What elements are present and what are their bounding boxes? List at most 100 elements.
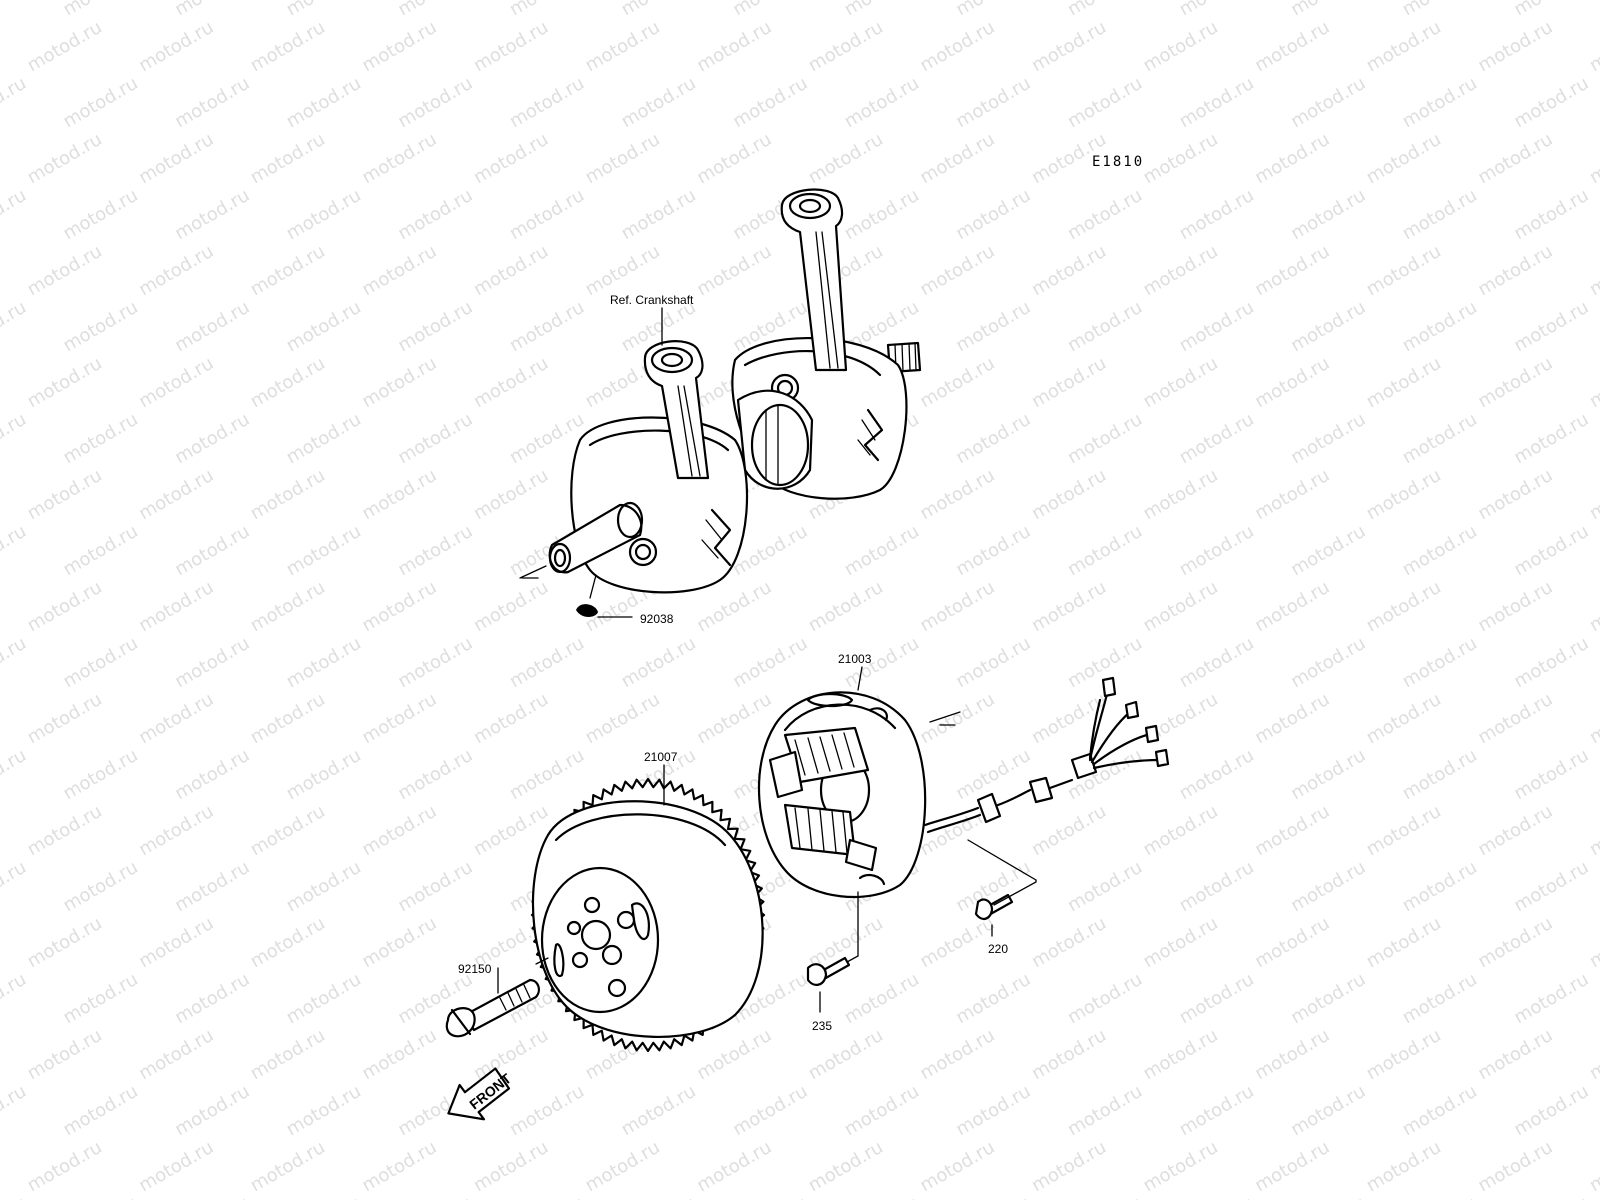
watermark-text: motod.ru bbox=[24, 17, 106, 76]
watermark-text: motod.ru bbox=[358, 577, 440, 636]
watermark-text: motod.ru bbox=[1140, 129, 1222, 188]
flywheel-drawing bbox=[530, 777, 766, 1053]
watermark-text: motod.ru bbox=[1474, 353, 1556, 412]
watermark-text: motod.ru bbox=[470, 689, 552, 748]
watermark-text: motod.ru bbox=[1140, 1025, 1222, 1084]
watermark-text: motod.ru bbox=[1064, 1081, 1146, 1140]
watermark-text: motod.ru bbox=[60, 1193, 142, 1200]
callout-220: 220 bbox=[988, 942, 1008, 956]
watermark-text: motod.ru bbox=[1251, 353, 1333, 412]
watermark-text: motod.ru bbox=[916, 1137, 998, 1196]
woodruff-key-part bbox=[576, 574, 633, 618]
watermark-text: motod.ru bbox=[171, 0, 253, 20]
watermark-text: motod.ru bbox=[1363, 1025, 1445, 1084]
watermark-text: motod.ru bbox=[247, 689, 329, 748]
watermark-text: motod.ru bbox=[1399, 0, 1481, 20]
watermark-text: motod.ru bbox=[135, 465, 217, 524]
callout-92038: 92038 bbox=[640, 612, 674, 626]
watermark-text: motod.ru bbox=[247, 577, 329, 636]
watermark-text: motod.ru bbox=[916, 689, 998, 748]
watermark-text: motod.ru bbox=[729, 73, 811, 132]
leader-lines bbox=[661, 307, 863, 806]
watermark-text: motod.ru bbox=[247, 1025, 329, 1084]
watermark-text: motod.ru bbox=[1176, 0, 1258, 20]
watermark-text: motod.ru bbox=[729, 1081, 811, 1140]
callout-21003: 21003 bbox=[838, 652, 872, 666]
watermark-text: motod.ru bbox=[394, 73, 476, 132]
watermark-text: motod.ru bbox=[0, 969, 30, 1028]
watermark-text: motod.ru bbox=[1474, 577, 1556, 636]
watermark-text: motod.ru bbox=[1363, 577, 1445, 636]
watermark-text: motod.ru bbox=[1064, 521, 1146, 580]
watermark-text: motod.ru bbox=[916, 17, 998, 76]
watermark-text: motod.ru bbox=[1586, 353, 1600, 412]
watermark-text: motod.ru bbox=[358, 1137, 440, 1196]
watermark-text: motod.ru bbox=[1028, 801, 1110, 860]
watermark-text: motod.ru bbox=[1510, 409, 1592, 468]
watermark-text: motod.ru bbox=[0, 857, 30, 916]
watermark-text: motod.ru bbox=[1251, 465, 1333, 524]
watermark-text: motod.ru bbox=[247, 801, 329, 860]
watermark-text: motod.ru bbox=[1363, 17, 1445, 76]
watermark-text: motod.ru bbox=[0, 185, 30, 244]
watermark-text: motod.ru bbox=[394, 185, 476, 244]
watermark-text: motod.ru bbox=[283, 521, 365, 580]
watermark-text: motod.ru bbox=[24, 465, 106, 524]
watermark-text: motod.ru bbox=[618, 73, 700, 132]
watermark-text: motod.ru bbox=[952, 73, 1034, 132]
watermark-text: motod.ru bbox=[506, 1081, 588, 1140]
watermark-text: motod.ru bbox=[1028, 689, 1110, 748]
watermark-text: motod.ru bbox=[952, 1081, 1034, 1140]
watermark-text: motod.ru bbox=[171, 969, 253, 1028]
watermark-text: motod.ru bbox=[1510, 1193, 1592, 1200]
watermark-text: motod.ru bbox=[283, 857, 365, 916]
watermark-text: motod.ru bbox=[1176, 73, 1258, 132]
watermark-text: motod.ru bbox=[1399, 1193, 1481, 1200]
watermark-text: motod.ru bbox=[0, 297, 30, 356]
watermark-text: motod.ru bbox=[1363, 1137, 1445, 1196]
watermark-text: motod.ru bbox=[729, 0, 811, 20]
watermark-text: motod.ru bbox=[693, 17, 775, 76]
watermark-text: motod.ru bbox=[470, 465, 552, 524]
watermark-text: motod.ru bbox=[60, 745, 142, 804]
watermark-text: motod.ru bbox=[952, 185, 1034, 244]
watermark-text: motod.ru bbox=[60, 857, 142, 916]
watermark-text: motod.ru bbox=[582, 689, 664, 748]
watermark-text: motod.ru bbox=[916, 913, 998, 972]
watermark-text: motod.ru bbox=[135, 913, 217, 972]
watermark-text: motod.ru bbox=[470, 1025, 552, 1084]
watermark-text: motod.ru bbox=[358, 801, 440, 860]
watermark-text: motod.ru bbox=[1510, 185, 1592, 244]
watermark-text: motod.ru bbox=[1251, 689, 1333, 748]
watermark-text: motod.ru bbox=[1176, 521, 1258, 580]
callout-ref-crankshaft: Ref. Crankshaft bbox=[610, 293, 694, 307]
watermark-text: motod.ru bbox=[0, 521, 30, 580]
watermark-text: motod.ru bbox=[135, 689, 217, 748]
watermark-text: motod.ru bbox=[60, 73, 142, 132]
stator-drawing bbox=[757, 676, 1170, 899]
watermark-text: motod.ru bbox=[1176, 409, 1258, 468]
watermark-text: motod.ru bbox=[283, 73, 365, 132]
watermark-text: motod.ru bbox=[283, 969, 365, 1028]
watermark-text: motod.ru bbox=[1287, 409, 1369, 468]
watermark-text: motod.ru bbox=[24, 353, 106, 412]
watermark-text: motod.ru bbox=[247, 1137, 329, 1196]
watermark-text: motod.ru bbox=[1474, 1025, 1556, 1084]
watermark-text: motod.ru bbox=[247, 241, 329, 300]
watermark-text: motod.ru bbox=[24, 913, 106, 972]
watermark-text: motod.ru bbox=[1064, 969, 1146, 1028]
watermark-text: motod.ru bbox=[247, 129, 329, 188]
watermark-text: motod.ru bbox=[1251, 913, 1333, 972]
watermark-text: motod.ru bbox=[135, 577, 217, 636]
watermark-text: motod.ru bbox=[24, 1137, 106, 1196]
watermark-text: motod.ru bbox=[693, 1137, 775, 1196]
watermark-text: motod.ru bbox=[916, 577, 998, 636]
watermark-text: motod.ru bbox=[1510, 745, 1592, 804]
watermark-text: motod.ru bbox=[1474, 801, 1556, 860]
watermark-text: motod.ru bbox=[1064, 1193, 1146, 1200]
watermark-text: motod.ru bbox=[1176, 297, 1258, 356]
watermark-text: motod.ru bbox=[0, 409, 30, 468]
watermark-text: motod.ru bbox=[916, 353, 998, 412]
callout-92150: 92150 bbox=[458, 962, 492, 976]
watermark-text: motod.ru bbox=[1399, 969, 1481, 1028]
